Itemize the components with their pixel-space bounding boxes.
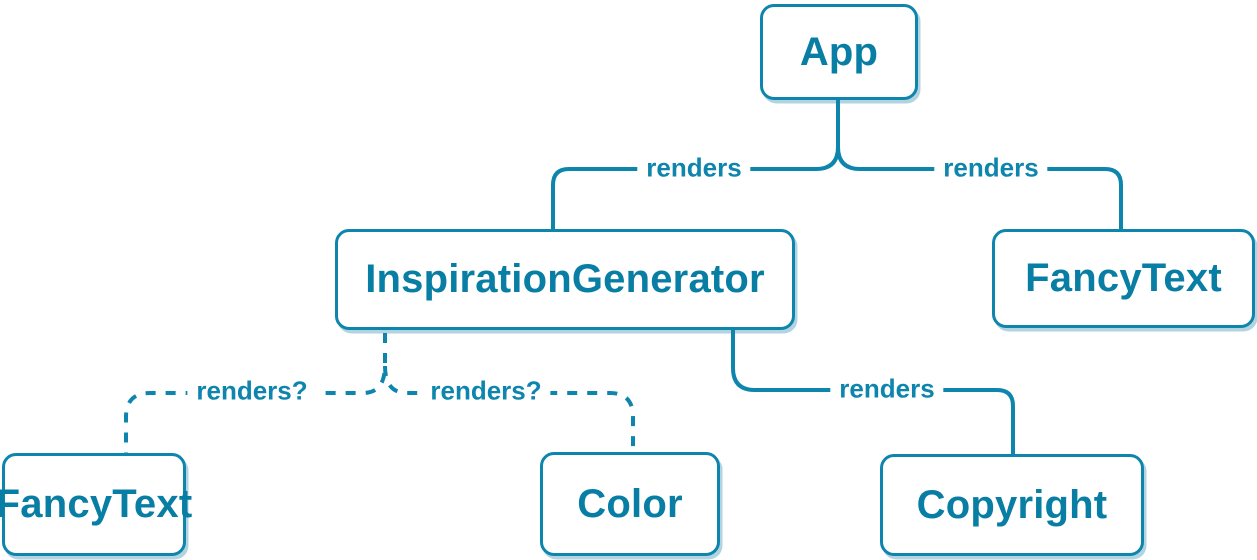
- node-fancy-text-top-label: FancyText: [1025, 256, 1222, 300]
- node-app-label: App: [799, 29, 879, 74]
- edge-inspirationgenerator-fancytext-dashed: [124, 333, 387, 453]
- node-inspiration-generator: InspirationGenerator: [335, 229, 795, 330]
- edge-label-renders: renders: [637, 152, 751, 184]
- edge-label-renders: renders: [934, 152, 1048, 184]
- edge-inspirationgenerator-color-dashed: [383, 365, 635, 452]
- node-fancy-text-bottom: FancyText: [0, 453, 192, 556]
- node-color: Color: [540, 452, 720, 556]
- node-color-label: Color: [577, 481, 683, 526]
- node-fancy-text-top: FancyText: [992, 229, 1255, 328]
- node-copyright: Copyright: [880, 454, 1144, 556]
- node-copyright-label: Copyright: [916, 482, 1108, 527]
- edge-label-renders-conditional: renders?: [421, 375, 551, 407]
- node-app: App: [760, 4, 918, 100]
- node-inspiration-generator-label: InspirationGenerator: [365, 257, 765, 301]
- edge-label-renders-conditional: renders?: [187, 375, 317, 407]
- node-fancy-text-bottom-label: FancyText: [0, 482, 193, 526]
- edge-label-renders: renders: [830, 373, 944, 405]
